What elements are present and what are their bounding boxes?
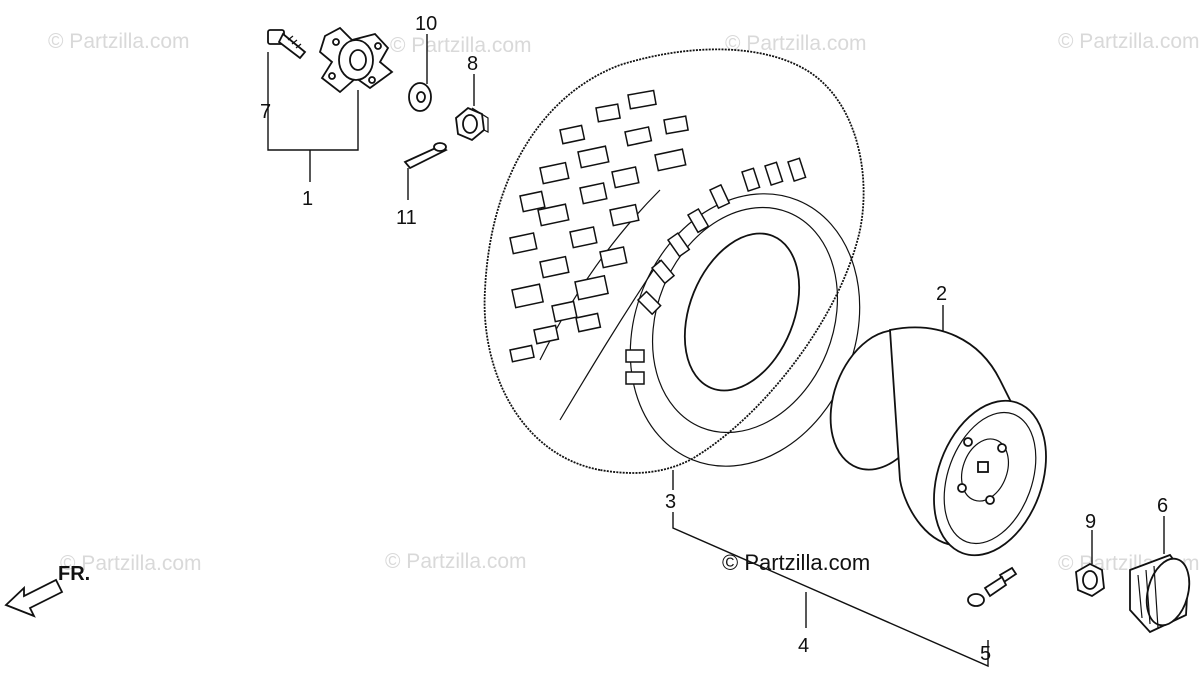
washer-part-10 <box>408 82 432 112</box>
watermark: © Partzilla.com <box>385 550 527 573</box>
callout-2: 2 <box>936 283 947 305</box>
nut-part-9 <box>1075 562 1105 598</box>
watermark: © Partzilla.com <box>725 32 867 55</box>
hub-part-1 <box>318 26 394 94</box>
callout-4: 4 <box>798 635 809 657</box>
leader-lines <box>267 34 1165 668</box>
cotter-pin-part-11 <box>403 142 448 170</box>
cap-part-6 <box>1129 553 1191 634</box>
callout-8: 8 <box>467 53 478 75</box>
rim-part-2 <box>829 326 1047 557</box>
bolt-part-7 <box>267 29 307 60</box>
watermark: © Partzilla.com <box>1058 30 1200 53</box>
valve-stem-part-5 <box>967 566 1018 607</box>
callout-11: 11 <box>396 207 417 229</box>
watermark: © Partzilla.com <box>48 30 190 53</box>
callout-3: 3 <box>665 491 676 513</box>
watermark: © Partzilla.com <box>390 34 532 57</box>
callout-10: 10 <box>415 13 437 35</box>
nut-part-8 <box>455 106 489 142</box>
direction-label: FR. <box>58 563 90 585</box>
callouts: 1 2 3 4 5 6 7 8 9 10 11 <box>260 13 1168 665</box>
callout-6: 6 <box>1157 495 1168 517</box>
copyright-label: © Partzilla.com <box>722 550 870 575</box>
tire-part-3 <box>483 48 865 474</box>
callout-9: 9 <box>1085 511 1096 533</box>
callout-5: 5 <box>980 643 991 665</box>
watermark: © Partzilla.com <box>60 552 202 575</box>
callout-7: 7 <box>260 101 271 123</box>
direction-arrow-icon: FR. <box>4 563 90 618</box>
callout-1: 1 <box>302 188 313 210</box>
